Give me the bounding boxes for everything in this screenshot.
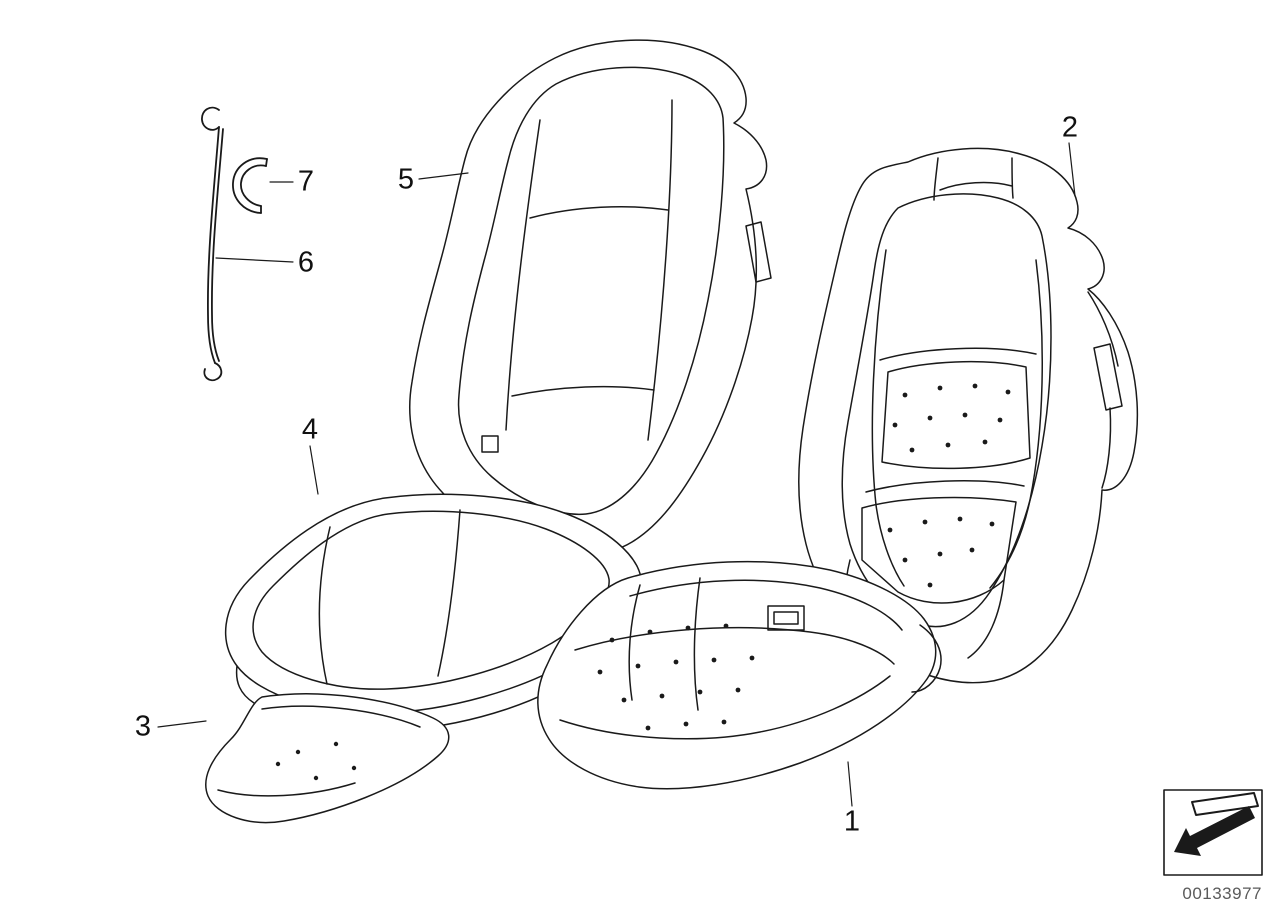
perforation-dots-upper: [892, 383, 1011, 453]
callout-4[interactable]: 4: [301, 413, 319, 446]
cushion-cover-part-4: [225, 493, 642, 733]
callout-leader-lines: [157, 142, 1076, 807]
callout-3[interactable]: 3: [134, 710, 152, 743]
cushion-pad-part-1: [537, 560, 942, 790]
backrest-cover-part-5: [409, 39, 772, 563]
nav-arrow-icon: [1163, 789, 1263, 876]
callout-7[interactable]: 7: [297, 165, 315, 198]
callout-6[interactable]: 6: [297, 246, 315, 279]
perforation-dots-lower: [887, 516, 995, 588]
retaining-wire-part-6: [201, 106, 224, 382]
backrest-cover-part-2: [798, 147, 1139, 684]
clamp-clip-part-7: [232, 157, 268, 214]
callout-2[interactable]: 2: [1061, 111, 1079, 144]
callout-1[interactable]: 1: [843, 805, 861, 838]
small-pad-part-3: [205, 693, 450, 824]
perforation-dots-cushion: [597, 623, 755, 731]
perforation-dots-small-pad: [275, 741, 357, 781]
diagram-number: 00133977: [1182, 884, 1262, 903]
callout-5[interactable]: 5: [397, 163, 415, 196]
